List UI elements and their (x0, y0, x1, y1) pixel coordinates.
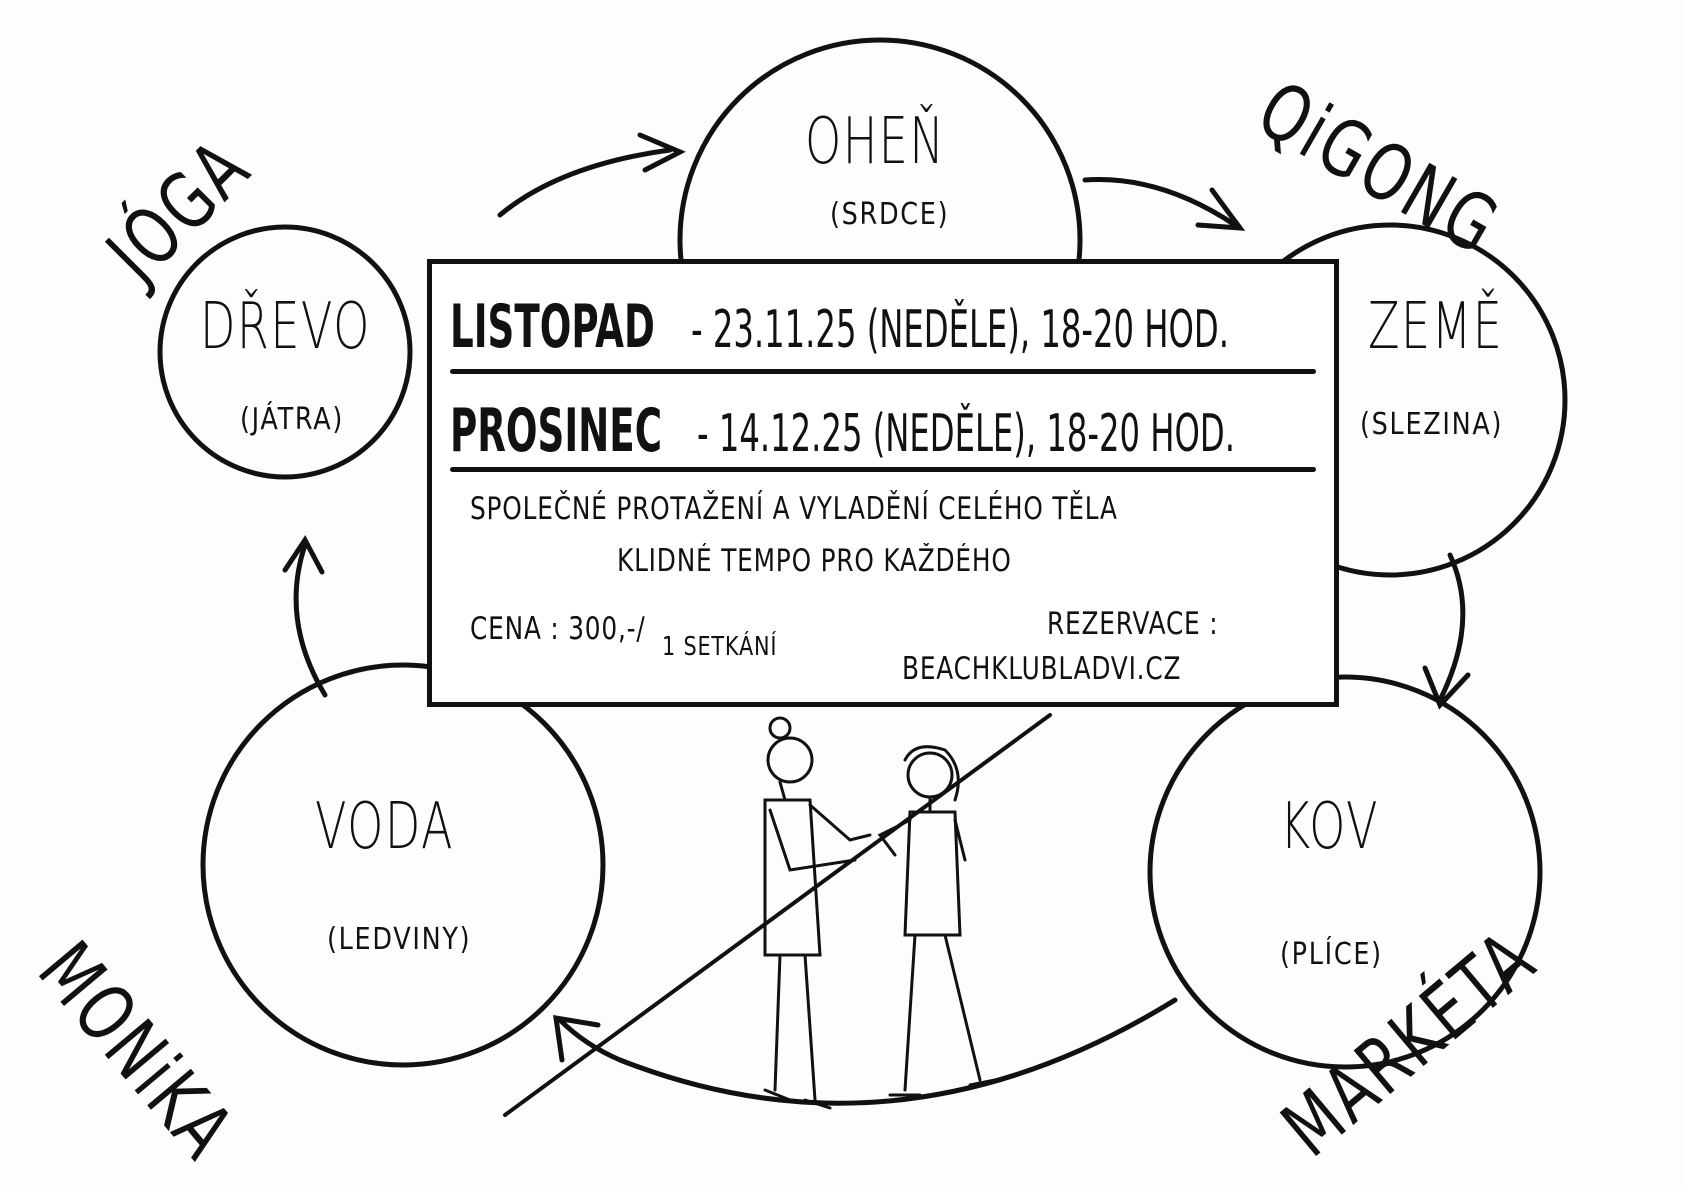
element-water-label: VODA (315, 790, 454, 864)
cycle-arc-metal-water (557, 997, 1178, 1106)
price-unit: 1 SETKÁNÍ (662, 632, 778, 662)
cycle-arc-earth-metal (1437, 552, 1466, 703)
organ-lungs-label: (PLÍCE) (1280, 937, 1383, 972)
cycle-arc-fire-earth (1082, 177, 1238, 228)
element-metal-label: KOV (1280, 790, 1379, 864)
schedule-row-december: PROSINEC - 14.12.25 (NEDĚLE), 18-20 HOD. (450, 396, 1565, 466)
divider (450, 369, 1316, 374)
cycle-arc-water-wood (293, 542, 328, 698)
circle-water (200, 662, 606, 1068)
reservation-website-link[interactable]: BEACHKLUBLADVI.CZ (902, 651, 1182, 687)
element-fire-label: OHEŇ (805, 105, 946, 179)
element-wood-label: DŘEVO (200, 290, 371, 364)
organ-spleen-label: (SLEZINA) (1360, 407, 1504, 442)
arrow-head-icon (553, 1014, 601, 1063)
date-details: - 23.11.25 (NEDĚLE), 18-20 HOD. (690, 300, 1229, 360)
price-label: CENA : 300,-/ (470, 611, 646, 647)
organ-liver-label: (JÁTRA) (240, 402, 345, 437)
arrow-head-icon (282, 535, 325, 575)
date-details: - 14.12.25 (NEDĚLE), 18-20 HOD. (697, 404, 1236, 464)
circle-wood (157, 224, 413, 480)
arrow-head-icon (637, 132, 686, 173)
event-info-box: LISTOPAD - 23.11.25 (NEDĚLE), 18-20 HOD.… (427, 259, 1339, 707)
month-label: LISTOPAD (450, 292, 655, 362)
description-line-2: KLIDNÉ TEMPO PRO KAŽDÉHO (617, 543, 1012, 579)
organ-heart-label: (SRDCE) (830, 197, 950, 232)
divider (450, 467, 1316, 472)
circle-metal (1147, 674, 1543, 1070)
description-line-1: SPOLEČNÉ PROTAŽENÍ A VYLADĚNÍ CELÉHO TĚL… (470, 491, 1118, 527)
schedule-row-november: LISTOPAD - 23.11.25 (NEDĚLE), 18-20 HOD. (450, 292, 1558, 362)
organ-kidneys-label: (LEDVINY) (327, 922, 472, 957)
cycle-arc-wood-fire (497, 147, 673, 218)
element-earth-label: ZEMĚ (1368, 290, 1504, 364)
arrow-head-icon (1422, 665, 1471, 710)
reservation-label: REZERVACE : (1047, 606, 1219, 642)
person-figure-left (763, 716, 872, 1110)
arrow-head-icon (1195, 187, 1246, 231)
month-label: PROSINEC (450, 396, 663, 466)
person-figure-right (877, 745, 997, 1097)
